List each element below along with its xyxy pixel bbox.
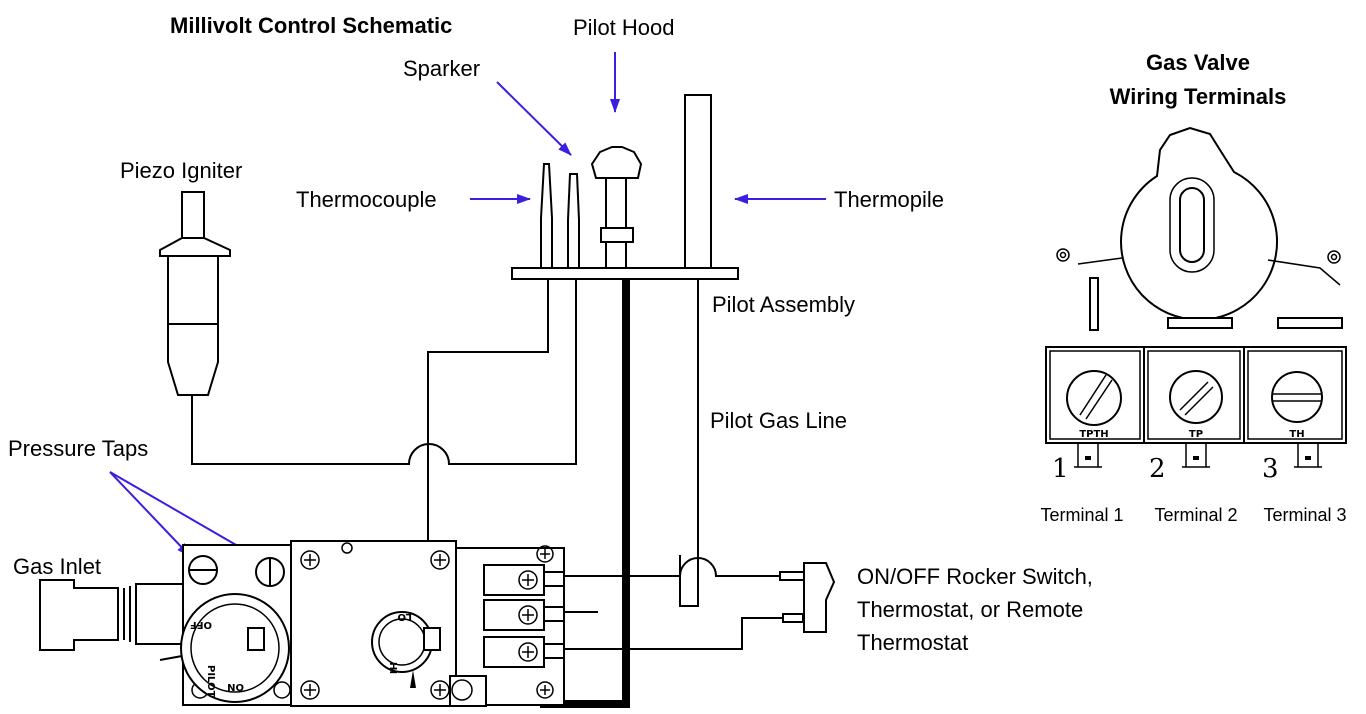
thermopile [684,94,712,269]
valve-terminal-1 [483,564,545,596]
terminal-code-1: TPTH [1079,429,1108,440]
terminal-number-1: 1 [1052,454,1069,484]
label-pilot-assembly: Pilot Assembly [712,292,855,317]
pilot-hood [590,146,643,179]
wiring [191,279,783,708]
label-sparker: Sparker [403,56,480,81]
terminal-code-2: TP [1189,429,1203,440]
rocker-switch [779,562,836,633]
gas-inlet-pipe [39,579,187,651]
control-knob [180,593,290,703]
label-pressure-taps: Pressure Taps [8,436,148,461]
label-gas-inlet: Gas Inlet [13,554,101,579]
arrow-pressure-tap-1 [109,471,191,557]
terminal-number-2: 2 [1149,454,1166,484]
label-thermocouple: Thermocouple [296,187,437,212]
terminal-number-3: 3 [1262,454,1279,484]
knob-text-pilot: PILOT [205,665,216,698]
terminal-code-3: TH [1289,429,1304,440]
label-switch-line-2: Thermostat, or Remote [857,597,1083,622]
label-switch-line-3: Thermostat [857,630,968,655]
dial-text-hi: HI [387,662,398,674]
terminal-block-drawing: TPTH TP TH 1 2 3 [1045,126,1347,484]
label-piezo-igniter: Piezo Igniter [120,158,242,183]
terminals-title-line-1: Gas Valve [1146,50,1250,75]
label-pilot-gas-line: Pilot Gas Line [710,408,847,433]
thermocouple-rod [540,163,553,269]
knob-text-on: ON [227,681,244,692]
terminal-caption-3: Terminal 3 [1263,505,1346,525]
label-pilot-hood: Pilot Hood [573,15,675,40]
terminal-caption-2: Terminal 2 [1154,505,1237,525]
piezo-igniter [159,191,231,396]
dial-text-lo: LO [397,611,412,622]
pilot-assembly [511,94,739,280]
label-thermopile: Thermopile [834,187,944,212]
knob-text-off: OFF [190,619,212,630]
arrow-sparker [496,81,572,156]
diagram-title: Millivolt Control Schematic [170,13,452,38]
terminals-title-line-2: Wiring Terminals [1110,84,1287,109]
gas-valve: OFF PILOT ON LO HI [159,540,565,707]
sparker-rod [567,173,580,269]
terminal-caption-1: Terminal 1 [1040,505,1123,525]
valve-terminal-2 [483,599,545,631]
label-switch-line-1: ON/OFF Rocker Switch, [857,564,1093,589]
valve-terminal-3 [483,636,545,668]
